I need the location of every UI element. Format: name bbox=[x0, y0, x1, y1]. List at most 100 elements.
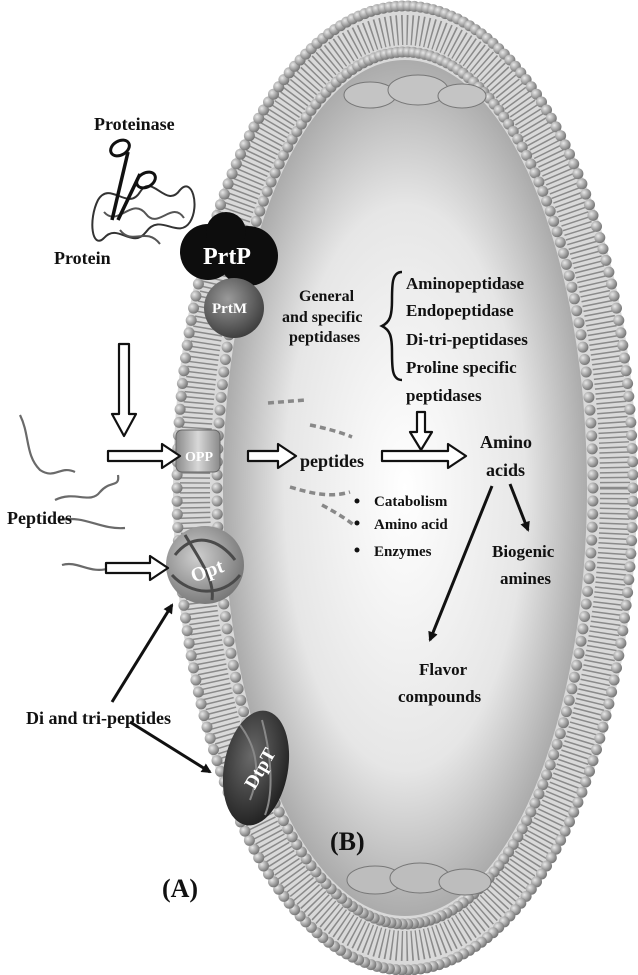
membrane-bead bbox=[625, 548, 636, 559]
membrane-bead bbox=[572, 168, 583, 179]
membrane-bead bbox=[215, 405, 226, 416]
membrane-bead bbox=[218, 367, 229, 378]
membrane-bead bbox=[182, 625, 193, 636]
proline-specific-label: Proline specific bbox=[406, 358, 517, 377]
membrane-bead bbox=[574, 317, 585, 328]
membrane-bead bbox=[186, 315, 197, 326]
membrane-bead bbox=[627, 469, 638, 480]
membrane-bead bbox=[222, 623, 233, 634]
membrane-bead bbox=[205, 733, 216, 744]
membrane-bead bbox=[214, 418, 225, 429]
membrane-bead bbox=[238, 706, 249, 717]
membrane-bead bbox=[212, 483, 223, 494]
membrane-bead bbox=[533, 177, 544, 188]
membrane-bead bbox=[594, 733, 605, 744]
membrane-bead bbox=[613, 315, 624, 326]
membrane-bead bbox=[609, 675, 620, 686]
amines-label: amines bbox=[500, 569, 551, 588]
membrane-bead bbox=[619, 353, 630, 364]
membrane-bead bbox=[587, 443, 598, 454]
membrane-bead bbox=[586, 430, 597, 441]
membrane-bead bbox=[186, 650, 197, 661]
membrane-bead bbox=[569, 672, 580, 683]
membrane-bead bbox=[587, 456, 598, 467]
membrane-bead bbox=[180, 353, 191, 364]
arrow-to-dtpt bbox=[130, 722, 210, 772]
catabolism-label: Catabolism bbox=[374, 494, 448, 510]
membrane-bead bbox=[561, 259, 572, 270]
membrane-bead bbox=[627, 522, 638, 533]
membrane-bead bbox=[603, 698, 614, 709]
membrane-bead bbox=[623, 574, 634, 585]
membrane-bead bbox=[583, 392, 594, 403]
membrane-bead bbox=[609, 291, 620, 302]
membrane-bead bbox=[585, 560, 596, 571]
membrane-bead bbox=[601, 255, 612, 266]
scissors-icon bbox=[108, 137, 158, 220]
membrane-bead bbox=[576, 636, 587, 647]
membrane-bead bbox=[188, 303, 199, 314]
cell bbox=[172, 1, 638, 975]
membrane-bead bbox=[215, 199, 226, 210]
proteinase-label: Proteinase bbox=[94, 114, 175, 134]
membrane-bead bbox=[212, 509, 223, 520]
membrane-bead bbox=[555, 237, 566, 248]
membrane-bead bbox=[615, 327, 626, 338]
amino-label: Amino bbox=[480, 432, 532, 452]
membrane-bead bbox=[172, 522, 183, 533]
membrane-bead bbox=[571, 305, 582, 316]
membrane-bead bbox=[579, 611, 590, 622]
membrane-bead bbox=[569, 293, 580, 304]
membrane-bead bbox=[548, 749, 559, 760]
membrane-bead bbox=[623, 391, 634, 402]
membrane-bead bbox=[628, 483, 638, 494]
membrane-bead bbox=[566, 683, 577, 694]
membrane-bead bbox=[617, 340, 628, 351]
arrow-to-opt bbox=[106, 556, 168, 580]
arrow-to-opp bbox=[108, 444, 180, 468]
membrane-bead bbox=[585, 548, 596, 559]
membrane-bead bbox=[174, 417, 185, 428]
membrane-bead bbox=[199, 710, 210, 721]
membrane-bead bbox=[587, 522, 598, 533]
membrane-bead bbox=[627, 509, 638, 520]
proline-peptidases-label: peptidases bbox=[406, 386, 482, 405]
membrane-bead bbox=[626, 430, 637, 441]
peptidases-label: peptidases bbox=[289, 329, 360, 346]
membrane-bead bbox=[226, 648, 237, 659]
membrane-bead bbox=[220, 354, 231, 365]
external-peptides bbox=[20, 415, 125, 570]
membrane-bead bbox=[222, 342, 233, 353]
membrane-bead bbox=[231, 158, 242, 169]
membrane-bead bbox=[582, 586, 593, 597]
membrane-bead bbox=[182, 340, 193, 351]
membrane-bead bbox=[558, 717, 569, 728]
membrane-bead bbox=[619, 613, 630, 624]
membrane-bead bbox=[561, 706, 572, 717]
membrane-bead bbox=[584, 766, 595, 777]
membrane-bead bbox=[627, 443, 638, 454]
protein-label: Protein bbox=[54, 248, 111, 268]
membrane-bead bbox=[180, 613, 191, 624]
membrane-bead bbox=[582, 379, 593, 390]
membrane-bead bbox=[579, 354, 590, 365]
membrane-bead bbox=[230, 672, 241, 683]
membrane-bead bbox=[537, 186, 548, 197]
membrane-bead bbox=[217, 379, 228, 390]
membrane-bead bbox=[624, 404, 635, 415]
flavor-label: Flavor bbox=[419, 660, 468, 679]
di-tri-peptides-label: Di and tri-peptides bbox=[26, 708, 171, 728]
membrane-bead bbox=[212, 496, 223, 507]
panel-b-label: (B) bbox=[330, 827, 365, 856]
membrane-bead bbox=[588, 755, 599, 766]
membrane-bead bbox=[581, 599, 592, 610]
membrane-bead bbox=[580, 189, 591, 200]
membrane-bead bbox=[603, 267, 614, 278]
membrane-bead bbox=[552, 226, 563, 237]
membrane-bead bbox=[178, 365, 189, 376]
membrane-bead bbox=[601, 710, 612, 721]
membrane-bead bbox=[564, 149, 575, 160]
arrow-protein-down bbox=[112, 344, 136, 436]
membrane-bead bbox=[576, 787, 587, 798]
membrane-bead bbox=[184, 638, 195, 649]
